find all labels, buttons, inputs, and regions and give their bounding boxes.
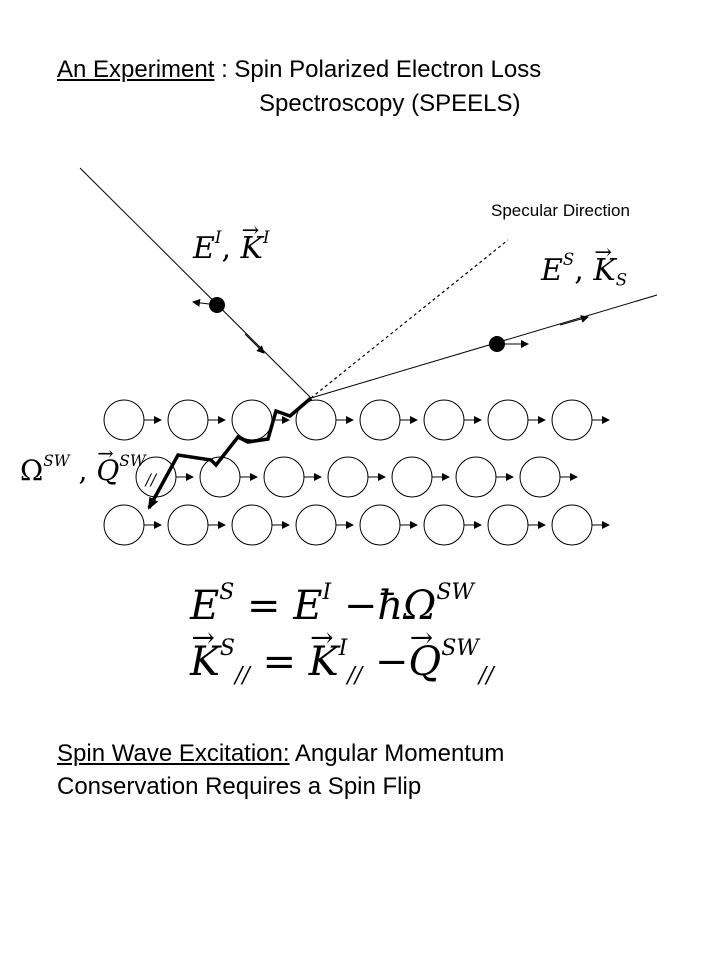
eq2-lhs-sup: S (219, 636, 235, 661)
spin-wave-label: ΩSW , QSW// (20, 442, 157, 490)
incident-energy-sup: I (214, 228, 222, 247)
scattered-label: ES, KS (541, 240, 628, 290)
eq1-rhs1-sup: I (322, 580, 332, 605)
eq2-minus: − (374, 638, 409, 685)
title-label: An Experiment (57, 56, 215, 83)
lattice-row-1 (103, 399, 610, 441)
title-separator: : (214, 56, 235, 83)
incident-momentum: K (241, 218, 263, 266)
caption-line-2: Conservation Requires a Spin Flip (57, 773, 422, 800)
lattice-atom (167, 504, 209, 546)
scattered-energy: E (541, 252, 563, 288)
eq2-lhs-sub: // (234, 663, 250, 689)
specular-direction-label: Specular Direction (491, 201, 630, 220)
incident-beam (79, 167, 312, 399)
eq2-rhs1: K (309, 621, 339, 684)
lattice-atom (327, 456, 369, 498)
title-line-2: Spectroscopy (SPEELS) (259, 90, 521, 117)
eq2-lhs: K (190, 621, 220, 684)
spin-wave-momentum-sub: // (145, 471, 157, 490)
incident-spin-arrow (192, 298, 210, 307)
spin-wave-frequency: Ω (20, 453, 44, 487)
incident-label: EI, KI (193, 218, 270, 266)
lattice-atom (359, 504, 401, 546)
incident-energy: E (193, 230, 215, 266)
spin-wave-frequency-sup: SW (43, 452, 70, 470)
eq2-rhs1-sup: I (338, 636, 348, 661)
spin-wave-momentum: Q (96, 442, 119, 487)
caption-line-1: Spin Wave Excitation: Angular Momentum (57, 737, 504, 770)
scattered-comma: , (574, 252, 584, 288)
incident-electron (209, 297, 225, 313)
lattice-atom (167, 399, 209, 441)
lattice-atom (359, 399, 401, 441)
lattice-atom (199, 456, 241, 498)
eq1-lhs-sup: S (219, 580, 235, 605)
spin-wave-comma: , (78, 453, 88, 487)
lattice-atom (487, 399, 529, 441)
lattice-row-3 (103, 504, 610, 546)
scattered-momentum: K (593, 240, 615, 288)
lattice-atom (231, 399, 273, 441)
lattice-atom (487, 504, 529, 546)
lattice-atom (519, 456, 561, 498)
eq1-rhs2-sup: SW (436, 580, 474, 605)
caption: Spin Wave Excitation: Angular Momentum C… (57, 737, 504, 803)
scattered-electron (489, 336, 505, 352)
incident-comma: , (221, 230, 231, 266)
scattered-energy-sup: S (562, 250, 575, 269)
specular-direction-line (310, 239, 509, 399)
lattice-atom (263, 456, 305, 498)
eq2-equals: = (262, 638, 297, 685)
title-line-1: An Experiment : Spin Polarized Electron … (57, 56, 541, 84)
spin-wave-zigzag (147, 396, 313, 510)
momentum-conservation-equation: KS// = KI// −QSW// (190, 621, 494, 689)
spin-wave-momentum-sup: SW (119, 452, 146, 470)
eq2-rhs1-sub: // (347, 663, 363, 689)
lattice-atom (423, 504, 465, 546)
incident-direction-arrow (244, 333, 265, 354)
lattice-atom (103, 399, 145, 441)
eq1-equals: = (247, 582, 281, 629)
scattered-direction-arrow (559, 315, 589, 326)
scattered-beam (310, 294, 658, 399)
scattered-momentum-sub: S (615, 270, 628, 290)
lattice-atom (391, 456, 433, 498)
caption-text-1: Angular Momentum (289, 740, 505, 767)
title-text-1: Spin Polarized Electron Loss (234, 56, 542, 83)
lattice-atom (551, 399, 593, 441)
lattice-atom (295, 504, 337, 546)
lattice-atom (455, 456, 497, 498)
eq2-rhs2-sub: // (478, 663, 494, 689)
incident-momentum-sup: I (262, 228, 270, 247)
lattice-row-2 (135, 456, 578, 498)
lattice-atom (423, 399, 465, 441)
lattice-atom (231, 504, 273, 546)
lattice-atom (103, 504, 145, 546)
eq1-minus: − (343, 582, 378, 629)
eq2-rhs2: Q (408, 621, 441, 684)
caption-label: Spin Wave Excitation: (57, 740, 290, 767)
eq2-rhs2-sup: SW (441, 636, 479, 661)
lattice-atom (551, 504, 593, 546)
